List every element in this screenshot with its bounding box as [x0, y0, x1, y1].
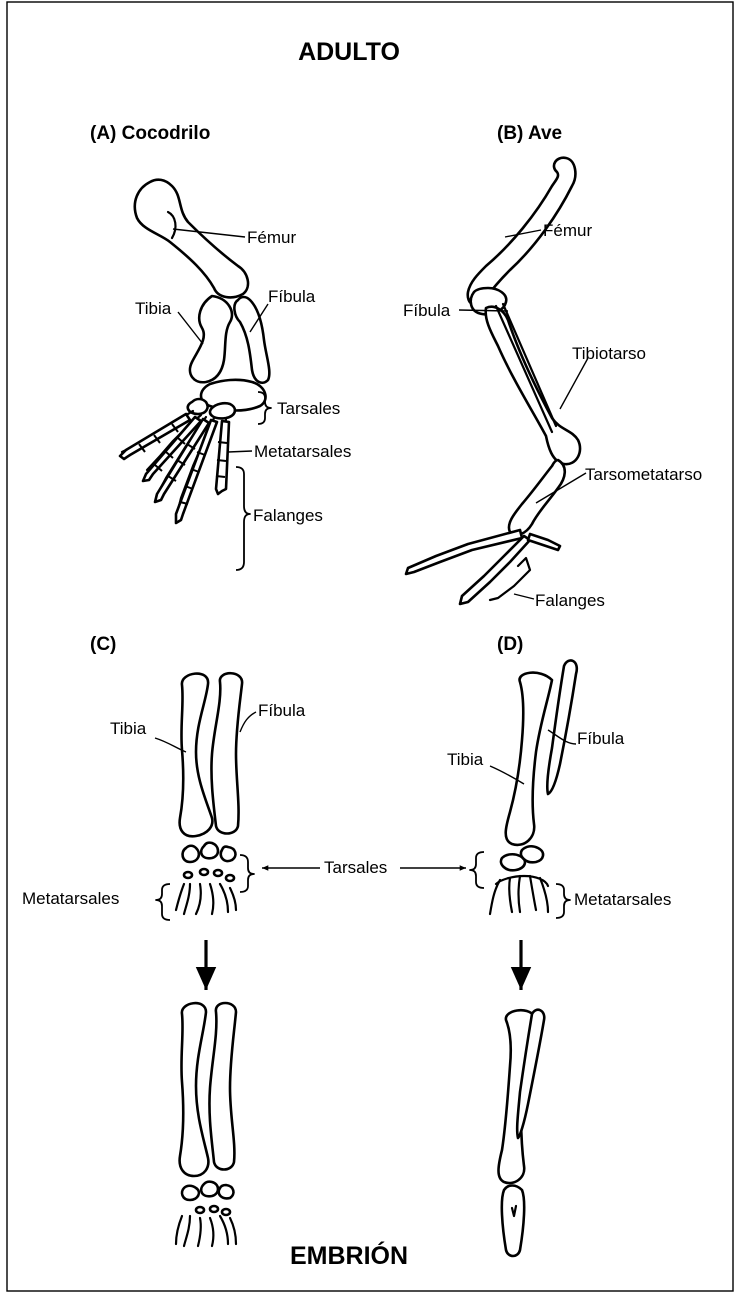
- bird-limb: Fémur Fíbula Tibiotarso Tarsometatarso F…: [403, 158, 702, 610]
- d-tibia: [506, 673, 552, 845]
- croc-falanges-label: Falanges: [253, 506, 323, 525]
- bird-tibiotarsus: [486, 307, 580, 464]
- c-metatarsales-label: Metatarsales: [22, 889, 119, 908]
- croc-metatarsales-label: Metatarsales: [254, 442, 351, 461]
- bird-embryo-lower: [499, 1010, 545, 1256]
- croc-tarsales-label: Tarsales: [277, 399, 340, 418]
- croc-embryo-lower: [176, 1003, 236, 1246]
- c-metatarsales-brace: [156, 884, 170, 920]
- bird-fibula-leader: [459, 310, 508, 311]
- c-metatarsals: [176, 884, 236, 914]
- d-metatarsals: [490, 876, 548, 914]
- panel-b-title: (B) Ave: [497, 123, 562, 144]
- d-metatarsales-brace: [556, 884, 570, 918]
- heading-adult: ADULTO: [298, 38, 400, 66]
- croc-metatarsales-leader: [228, 451, 252, 452]
- heading-embryo: EMBRIÓN: [290, 1240, 408, 1270]
- panel-d-title: (D): [497, 634, 523, 655]
- c2-metatarsals: [176, 1216, 236, 1246]
- c-tarsales-brace: [240, 855, 254, 892]
- croc-fibula-label: Fíbula: [268, 287, 316, 306]
- c2-tibia: [180, 1003, 209, 1176]
- bird-tibiotarso-label: Tibiotarso: [572, 344, 646, 363]
- bird-tarsometatarso-label: Tarsometatarso: [585, 465, 702, 484]
- d2-tarsometatarsus: [502, 1186, 524, 1257]
- croc-femur: [135, 180, 248, 298]
- c-fibula: [211, 673, 242, 833]
- croc-tibia: [190, 296, 232, 382]
- c-tibia-label: Tibia: [110, 719, 147, 738]
- bird-falanges-leader: [514, 594, 534, 599]
- croc-tibia-label: Tibia: [135, 299, 172, 318]
- c-fibula-leader: [240, 712, 256, 732]
- d-tibia-label: Tibia: [447, 750, 484, 769]
- c-tarsals: [183, 843, 236, 881]
- shared-tarsales-label: Tarsales: [324, 858, 387, 877]
- croc-tarsal-3: [210, 403, 235, 418]
- d-fibula-label: Fíbula: [577, 729, 625, 748]
- croc-embryo-upper: Tibia Fíbula Metatarsales: [22, 673, 306, 920]
- bird-tarsometatarsus: [509, 460, 565, 535]
- bird-falanges-label: Falanges: [535, 591, 605, 610]
- c-tibia: [180, 674, 213, 837]
- croc-digit-5: [216, 421, 229, 494]
- bird-femur-label: Fémur: [543, 221, 592, 240]
- d-tarsals: [501, 846, 543, 870]
- panel-a-title: (A) Cocodrilo: [90, 123, 210, 144]
- crocodile-limb: Fémur Tibia Fíbula Tarsales Metatarsales…: [120, 180, 351, 570]
- bird-embryo-upper: Fíbula Tibia Metatarsales: [447, 660, 671, 918]
- croc-femur-label: Fémur: [247, 228, 296, 247]
- c2-tarsals: [182, 1182, 233, 1215]
- c-fibula-label: Fíbula: [258, 701, 306, 720]
- panel-c-title: (C): [90, 634, 116, 655]
- bird-fibula: [496, 306, 552, 432]
- d-metatarsales-label: Metatarsales: [574, 890, 671, 909]
- bird-tibiotarso-leader: [560, 358, 588, 409]
- c2-fibula: [209, 1003, 236, 1170]
- d-tarsales-brace: [470, 852, 484, 888]
- bird-fibula-label: Fíbula: [403, 301, 451, 320]
- croc-falanges-brace: [236, 467, 250, 570]
